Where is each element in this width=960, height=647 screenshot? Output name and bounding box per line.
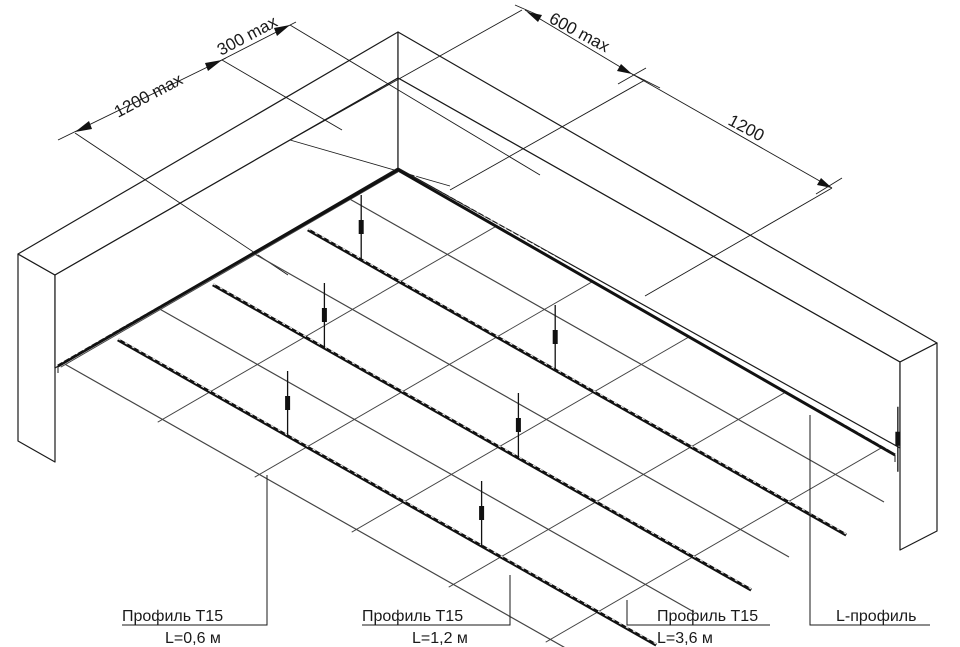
leader-lines (122, 415, 930, 626)
cross-profile-short (255, 253, 790, 558)
callout-1-title: Профиль Т15 (122, 608, 223, 625)
cross-profile (157, 226, 496, 423)
walls (17, 31, 938, 551)
hanger-clip (479, 506, 485, 520)
cross-profile (448, 391, 787, 588)
callout-1-length: L=0,6 м (165, 630, 221, 647)
hanger-clip (552, 330, 558, 344)
hanger-clip (895, 431, 901, 446)
cross-profile-short (350, 198, 885, 503)
l-profile (57, 165, 896, 462)
hangers (285, 195, 901, 546)
callout-3-title: Профиль Т15 (657, 608, 758, 625)
main-profile-t15 (307, 228, 847, 537)
cross-profile (351, 336, 690, 533)
main-profile-t15 (212, 283, 752, 592)
cross-profile (254, 281, 593, 478)
callout-4-title: L-профиль (836, 608, 916, 625)
hanger-clip (285, 396, 291, 410)
dim-300-max: 300 max (214, 12, 281, 60)
callout-3-length: L=3,6 м (657, 630, 713, 647)
callout-2-length: L=1,2 м (412, 630, 468, 647)
cross-profile (545, 446, 884, 643)
left-wall-front (17, 253, 56, 463)
right-wall-front (899, 342, 938, 551)
hanger-clip (515, 418, 521, 432)
cross-profile (60, 171, 399, 368)
callout-2-title: Профиль Т15 (362, 608, 463, 625)
cross-profile-short (160, 308, 695, 613)
hanger-clip (358, 220, 364, 234)
dim-1200: 1200 (725, 111, 767, 146)
dim-600-max: 600 max (546, 9, 613, 57)
main-profile-t15 (117, 338, 657, 647)
hanger-clip (321, 308, 327, 322)
main-profiles (117, 228, 847, 647)
dim-1200-max: 1200 max (111, 69, 186, 121)
dimension-lines (57, 4, 843, 297)
right-wall-face (397, 77, 901, 449)
